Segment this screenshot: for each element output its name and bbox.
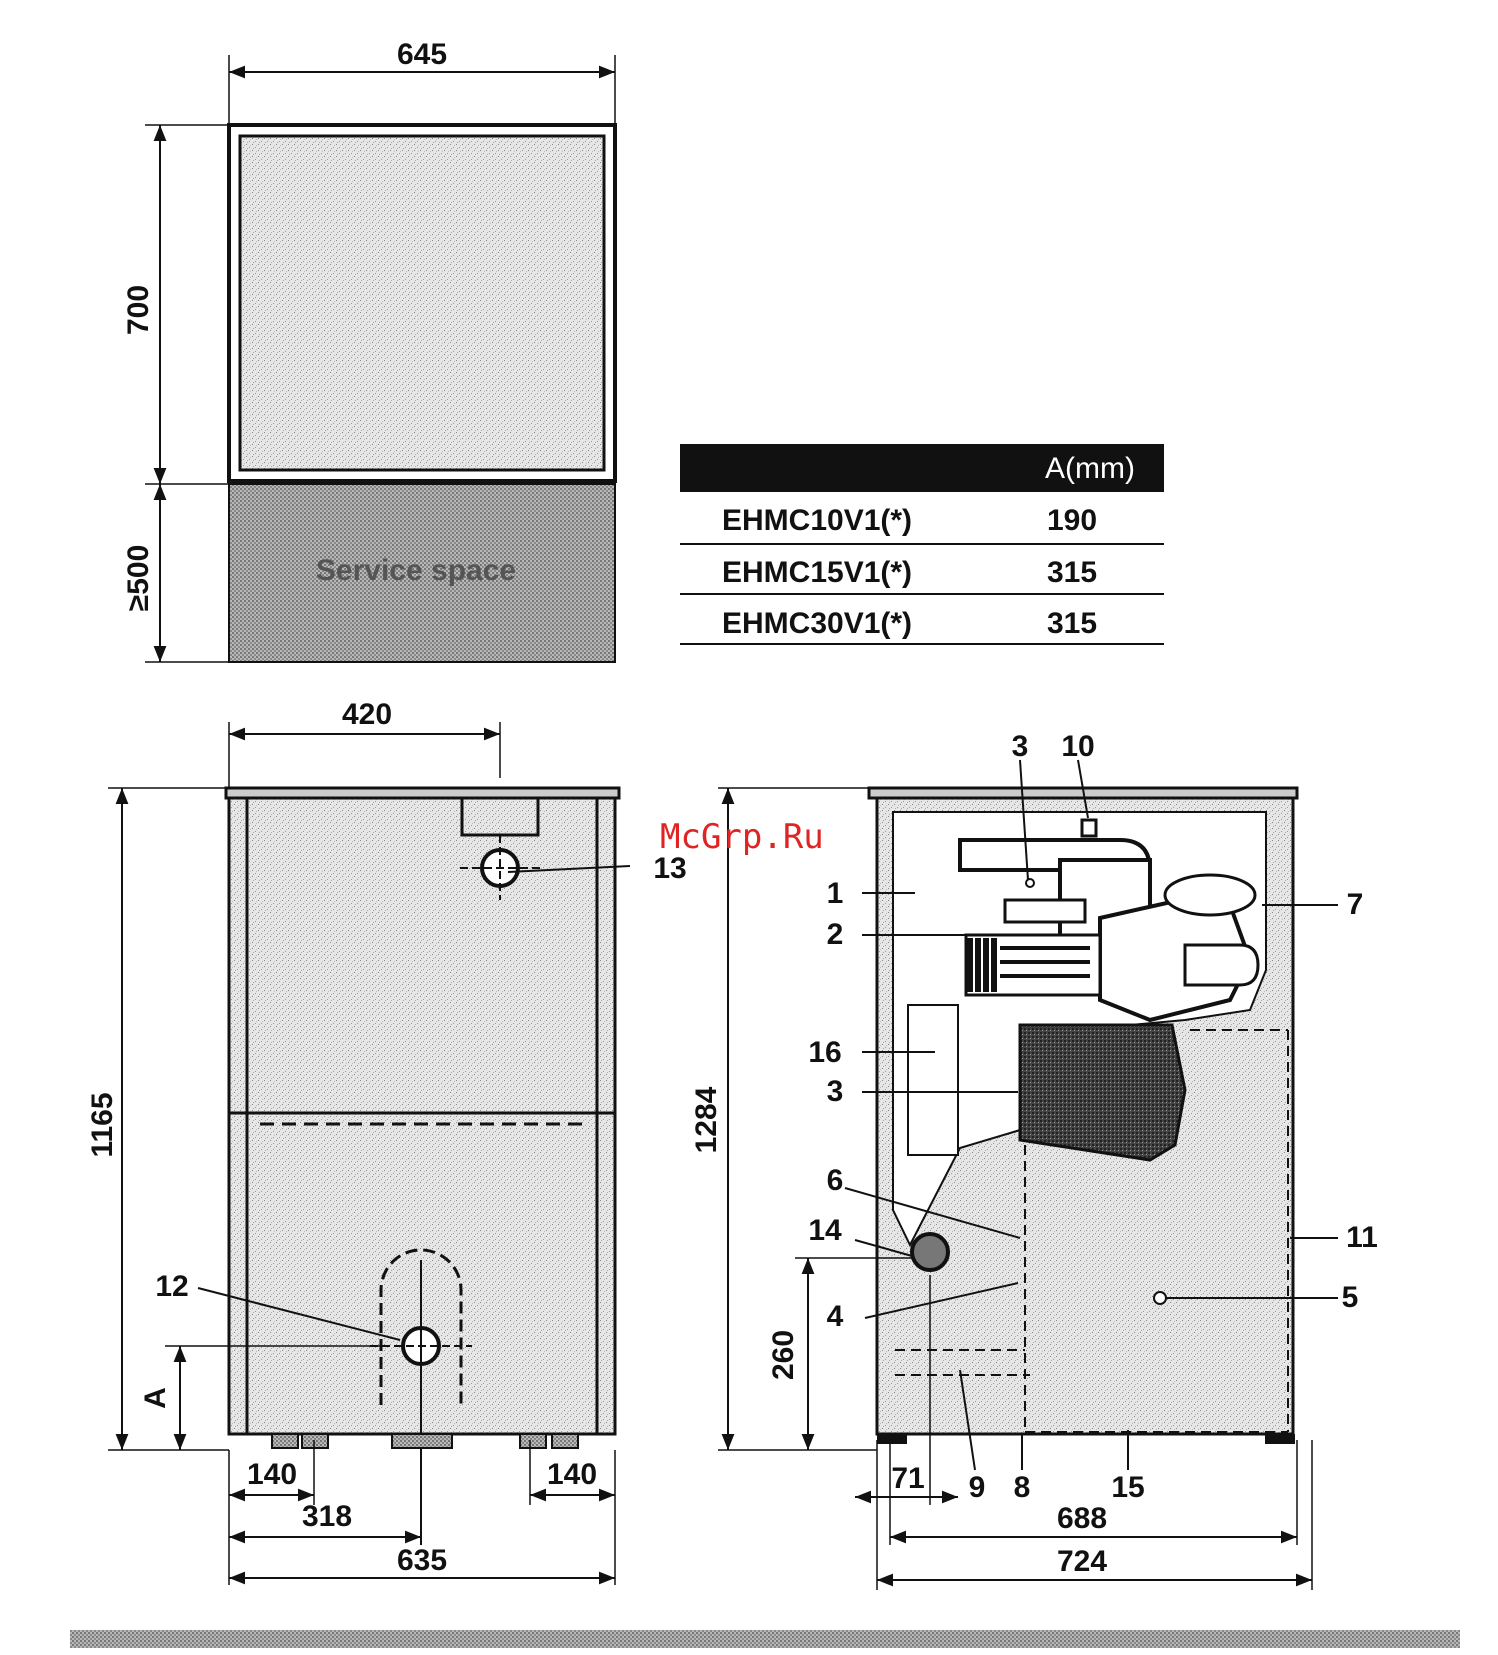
heater-block: [1020, 1025, 1185, 1160]
dim-a-label: A: [139, 1387, 172, 1409]
callout-11: 11: [1346, 1221, 1378, 1254]
dim-688: 688: [1057, 1502, 1107, 1535]
expansion-vessel-7: [1165, 875, 1255, 915]
service-space-dim: ≥500: [122, 545, 155, 612]
side-view-height-dim: 1284: [690, 1086, 723, 1153]
table-row-1-model: EHMC10V1(*): [722, 504, 912, 537]
callout-1: 1: [827, 877, 844, 910]
control-box-16: [908, 1005, 958, 1155]
table-row-3-value: 315: [1047, 607, 1097, 640]
top-view: 645 Service space 700 ≥500: [122, 38, 615, 662]
table-row-2-value: 315: [1047, 556, 1097, 589]
callout-14: 14: [808, 1214, 842, 1247]
dim-635: 635: [397, 1544, 447, 1577]
table-row-3-model: EHMC30V1(*): [722, 607, 912, 640]
air-purge-10: [1082, 820, 1096, 836]
top-view-width-dim: 645: [397, 38, 447, 71]
callout-7: 7: [1347, 888, 1364, 921]
callout-15: 15: [1111, 1471, 1144, 1504]
top-view-depth-dim: 700: [122, 285, 155, 335]
callout-6: 6: [827, 1164, 844, 1197]
dim-140-left: 140: [247, 1458, 297, 1491]
table-row-2-model: EHMC15V1(*): [722, 556, 912, 589]
front-view-height-dim: 1165: [86, 1092, 119, 1157]
table-row-1-value: 190: [1047, 504, 1097, 537]
dim-724: 724: [1057, 1545, 1107, 1578]
dim-140-right: 140: [547, 1458, 597, 1491]
connection-14: [912, 1234, 948, 1270]
model-table: A(mm) EHMC10V1(*) 190 EHMC15V1(*) 315 EH…: [680, 444, 1164, 644]
callout-2: 2: [827, 918, 844, 951]
service-space-label: Service space: [316, 554, 516, 587]
callout-10: 10: [1061, 730, 1094, 763]
dim-71: 71: [891, 1462, 924, 1495]
callout-4: 4: [827, 1300, 844, 1333]
watermark: McGrp.Ru: [660, 817, 824, 857]
side-view: 1284 260 71 688 724: [690, 730, 1378, 1590]
callout-9: 9: [969, 1471, 986, 1504]
front-view-top-dim: 420: [342, 698, 392, 731]
callout-3-mid: 3: [827, 1075, 844, 1108]
dim-260: 260: [767, 1330, 800, 1380]
callout-5: 5: [1342, 1281, 1359, 1314]
table-header-col2: A(mm): [1045, 452, 1135, 485]
callout-3-top: 3: [1012, 730, 1029, 763]
unit-body-top: [240, 136, 604, 470]
front-view: 420 1165 A 140: [86, 698, 687, 1585]
dim-318: 318: [302, 1500, 352, 1533]
callout-8: 8: [1014, 1471, 1031, 1504]
footer-band: [70, 1630, 1460, 1648]
callout-12: 12: [155, 1270, 188, 1303]
callout-16: 16: [808, 1036, 841, 1069]
